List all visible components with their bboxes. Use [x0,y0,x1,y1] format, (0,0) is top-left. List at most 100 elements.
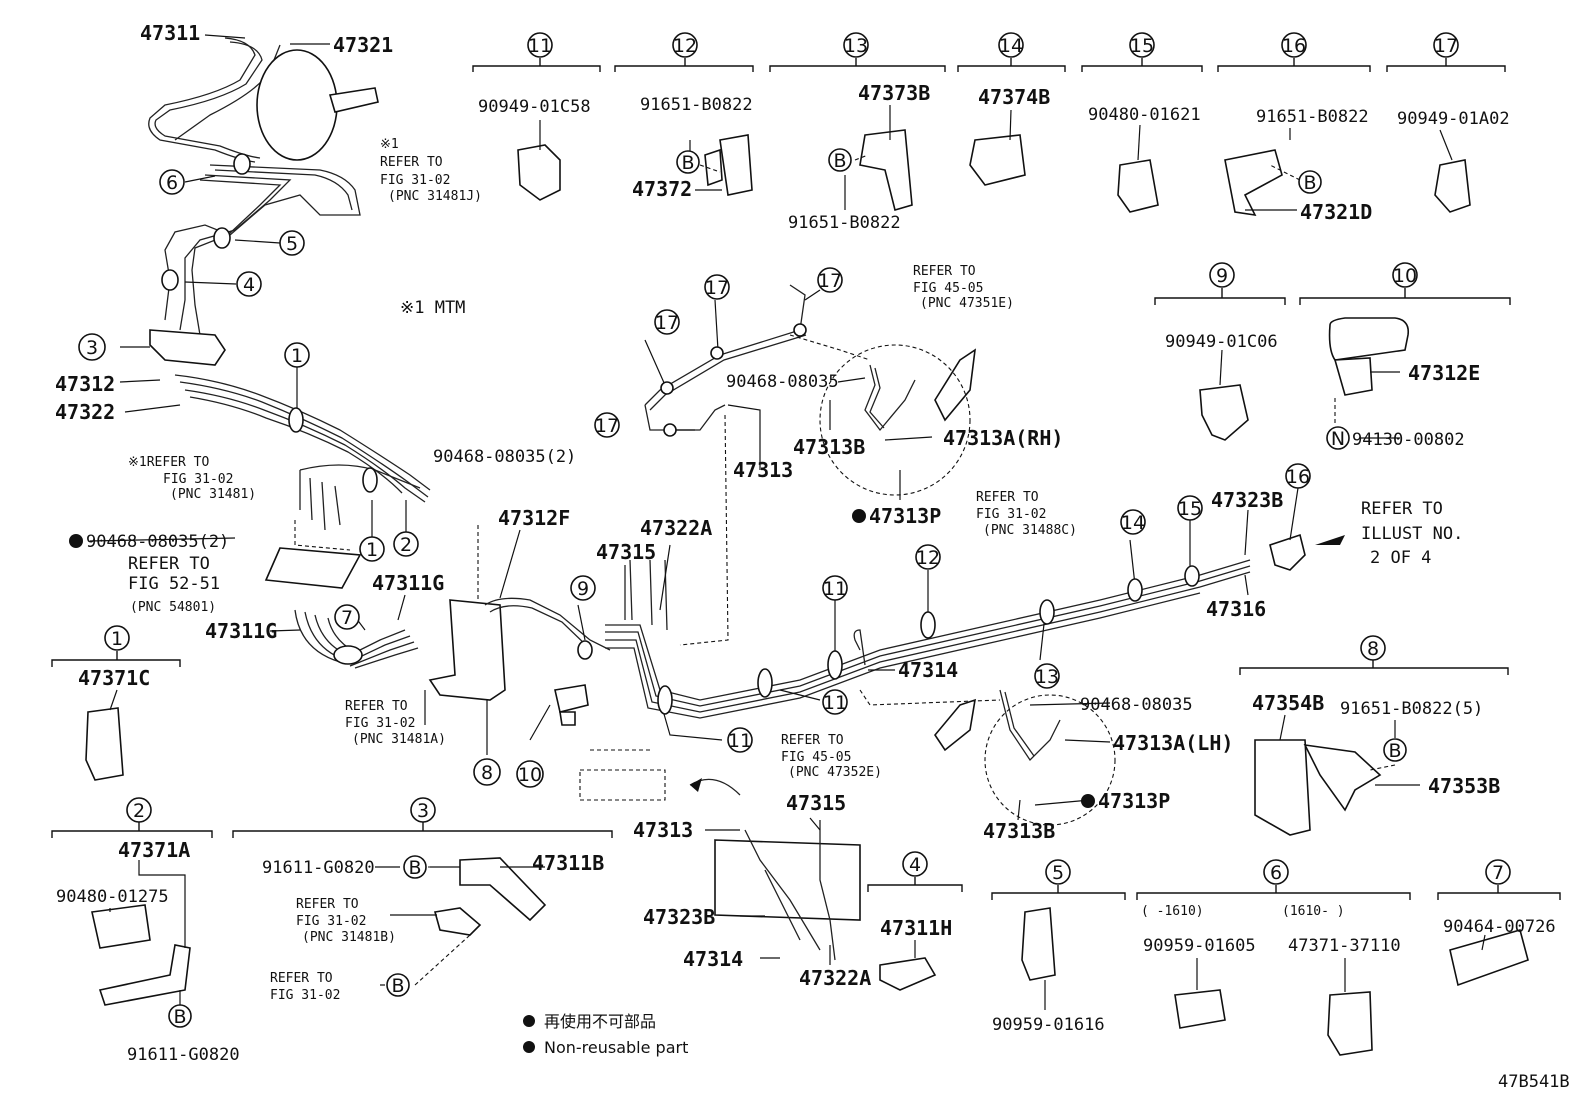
g6-part-3: 90959-01605 [1143,936,1256,956]
b-marker-12: B [676,150,700,174]
svg-text:8: 8 [1367,638,1379,660]
g2-part-2: 90480-01275 [56,887,169,907]
refer-31481B: REFER TO FIG 31-02 (PNC 31481B) [296,897,396,945]
svg-text:REFER TO: REFER TO [913,264,976,279]
svg-text:9: 9 [577,578,589,600]
label-47313P-lh: 47313P [1098,789,1170,813]
svg-text:4: 4 [243,274,255,296]
svg-text:17: 17 [1434,35,1458,57]
label-90468-08035-top: 90468-08035 [726,372,839,392]
label-47315: 47315 [596,540,656,564]
svg-text:B: B [391,975,404,997]
callout-17d: 17 [594,412,620,438]
callout-1a: 1 [284,342,310,368]
nonreusable-mark-b [852,509,866,523]
note-refer-illust-3: 2 OF 4 [1370,548,1431,568]
nonreusable-mark-a [69,534,83,548]
label-47311G-a: 47311G [372,571,444,595]
label-47311G-b: 47311G [205,619,277,643]
svg-text:REFER TO: REFER TO [296,897,359,912]
label-47321: 47321 [333,33,393,57]
label-47313P-top: 47313P [869,504,941,528]
svg-text:REFER TO: REFER TO [781,733,844,748]
leader-lines [89,34,1486,1010]
b-marker-13: B [828,148,852,172]
svg-text:3: 3 [417,800,429,822]
svg-text:4: 4 [909,854,921,876]
callout-14-header: 14 [998,32,1024,58]
label-90468-08035-lh: 90468-08035 [1080,695,1193,715]
part-labels: 47311 47321 47312 47322 90468-08035(2) 9… [55,21,1463,990]
svg-text:REFER TO: REFER TO [128,554,210,574]
g6-part-1: ( -1610) [1141,904,1204,919]
svg-text:7: 7 [341,607,353,629]
callout-9: 9 [570,575,596,601]
svg-text:FIG 45-05: FIG 45-05 [913,281,983,296]
svg-text:6: 6 [1270,862,1282,884]
svg-text:16: 16 [1282,35,1306,57]
svg-text:11: 11 [823,692,847,714]
svg-text:13: 13 [844,35,868,57]
callout-5: 5 [279,230,305,256]
note-mtm: ※1 MTM [400,298,465,318]
callout-15: 15 [1177,495,1203,521]
svg-text:N: N [1331,428,1345,450]
legend: 再使用不可部品 Non-reusable part [523,1012,688,1057]
refer-47351E: REFER TO FIG 45-05 (PNC 47351E) [913,264,1014,311]
svg-text:3: 3 [86,337,98,359]
callout-13-header: 13 [843,32,869,58]
g13-part-1: 47373B [858,81,930,105]
g16-part-1: 91651-B0822 [1256,107,1369,127]
svg-text:REFER TO: REFER TO [380,155,443,170]
g6-part-4: 47371-37110 [1288,936,1401,956]
label-47312: 47312 [55,372,115,396]
svg-text:14: 14 [1121,512,1145,534]
svg-text:15: 15 [1130,35,1154,57]
callout-12: 12 [915,544,941,570]
g16-part-2: 47321D [1300,200,1372,224]
callout-3: 3 [78,333,106,361]
svg-text:1: 1 [111,628,123,650]
refer-31-02: REFER TO FIG 31-02 [270,971,340,1003]
svg-text:5: 5 [1052,862,1064,884]
g8-part-1: 47354B [1252,691,1324,715]
label-47313-top: 47313 [733,458,793,482]
svg-text:(PNC 31481J): (PNC 31481J) [388,189,482,204]
svg-text:(PNC 47352E): (PNC 47352E) [788,765,882,780]
callout-1b: 1 [359,536,385,562]
svg-text:17: 17 [705,277,729,299]
b-marker-3a: B [403,855,427,879]
g14-part-1: 47374B [978,85,1050,109]
svg-text:5: 5 [286,233,298,255]
svg-text:9: 9 [1216,265,1228,287]
svg-text:※1: ※1 [380,137,399,152]
label-47322A-inset: 47322A [799,966,871,990]
callout-10: 10 [516,760,544,788]
svg-text:FIG 31-02: FIG 31-02 [976,507,1046,522]
g8-part-3: 47353B [1428,774,1500,798]
refer-31481A: REFER TO FIG 31-02 (PNC 31481A) [345,699,446,747]
label-47313-inset: 47313 [633,818,693,842]
svg-text:15: 15 [1178,498,1202,520]
callout-16-header: 16 [1281,32,1307,58]
label-47314: 47314 [898,658,958,682]
g5-part-1: 90959-01616 [992,1015,1105,1035]
svg-text:2: 2 [400,534,412,556]
refer-31488C: REFER TO FIG 31-02 (PNC 31488C) [976,490,1077,538]
callout-6-header: 6 [1263,859,1289,885]
g8-part-2: 91651-B0822(5) [1340,699,1483,719]
refer-54801: REFER TO FIG 52-51 (PNC 54801) [128,554,220,615]
g15-part-1: 90480-01621 [1088,105,1201,125]
b-marker-8: B [1383,738,1407,762]
svg-text:16: 16 [1286,466,1310,488]
callout-4-header: 4 [902,851,928,877]
callout-8-header: 8 [1360,635,1386,661]
callout-5-header: 5 [1045,859,1071,885]
group-brackets [51,58,1561,900]
callout-markers: 11 12 13 14 15 16 17 9 10 1 2 3 8 4 5 6 … [78,32,1511,1028]
svg-text:REFER TO: REFER TO [345,699,408,714]
svg-text:11: 11 [823,578,847,600]
callout-14: 14 [1120,509,1146,535]
g17-part-1: 90949-01A02 [1397,109,1510,129]
